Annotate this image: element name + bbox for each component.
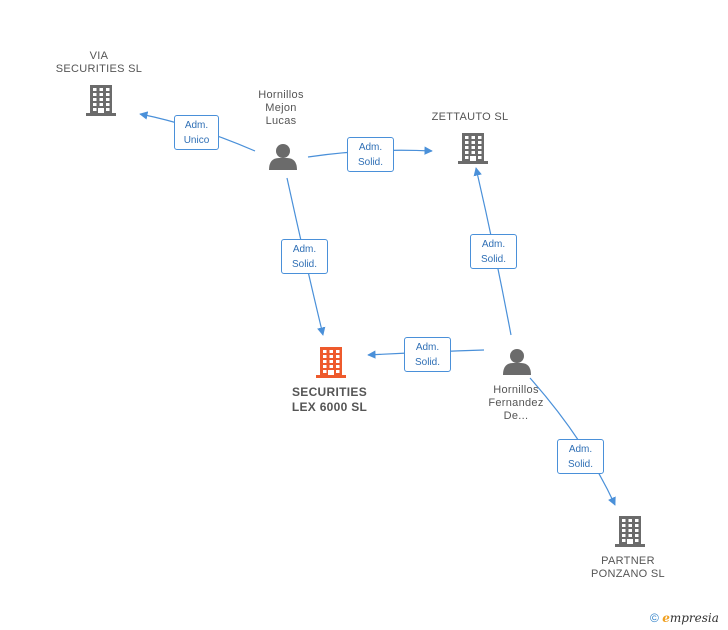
building-icon-via[interactable] <box>86 85 116 116</box>
copyright-icon: © <box>650 611 659 625</box>
node-label-zettauto[interactable]: ZETTAUTO SL <box>415 111 525 124</box>
edge-label-mejon-zettauto[interactable]: Adm. Solid. <box>347 137 394 172</box>
label-line: ZETTAUTO SL <box>431 111 509 123</box>
footer-brand[interactable]: © empresia <box>650 611 719 625</box>
edge-label-line: Adm. <box>358 142 383 153</box>
brand-logo: empresia <box>662 611 719 625</box>
label-line: Hornillos <box>258 89 304 101</box>
edge-label-line: Adm. <box>292 244 317 255</box>
edge-label-line: Adm. <box>481 239 506 250</box>
label-line: LEX 6000 SL <box>291 400 368 414</box>
edge-label-mejon-via[interactable]: Adm. Unico <box>174 115 219 150</box>
building-icon-securities[interactable] <box>316 347 346 378</box>
edge-label-line: Adm. <box>568 444 593 455</box>
edge-label-fernandez-zettauto[interactable]: Adm. Solid. <box>470 234 517 269</box>
edge-label-fernandez-securities[interactable]: Adm. Solid. <box>404 337 451 372</box>
person-icon-mejon[interactable] <box>269 144 297 170</box>
building-icon-zettauto[interactable] <box>458 133 488 164</box>
person-icon-fernandez[interactable] <box>503 349 531 375</box>
edge-label-line: Solid. <box>357 157 383 168</box>
label-line: SECURITIES <box>291 385 367 399</box>
edge-label-line: Adm. <box>184 120 209 131</box>
label-line: PONZANO SL <box>591 568 665 580</box>
edge-label-line: Solid. <box>480 254 506 265</box>
label-line: VIA <box>89 50 109 62</box>
building-icon-partner[interactable] <box>615 516 645 547</box>
edge-label-mejon-securities[interactable]: Adm. Solid. <box>281 239 328 274</box>
label-line: De... <box>503 410 529 422</box>
node-label-securities[interactable]: SECURITIES LEX 6000 SL <box>272 385 387 415</box>
label-line: Hornillos <box>493 384 539 396</box>
node-label-via[interactable]: VIA SECURITIES SL <box>44 50 154 76</box>
label-line: Fernandez <box>488 397 544 409</box>
node-label-fernandez[interactable]: Hornillos Fernandez De... <box>466 384 566 423</box>
edge-label-line: Solid. <box>291 259 317 270</box>
node-label-partner[interactable]: PARTNER PONZANO SL <box>573 555 683 581</box>
label-line: PARTNER <box>601 555 655 567</box>
label-line: Lucas <box>265 115 297 127</box>
edge-label-line: Unico <box>183 135 210 146</box>
edge-label-fernandez-partner[interactable]: Adm. Solid. <box>557 439 604 474</box>
edge-label-line: Solid. <box>567 459 593 470</box>
edge-label-line: Adm. <box>415 342 440 353</box>
label-line: SECURITIES SL <box>55 63 143 75</box>
edge-label-line: Solid. <box>414 357 440 368</box>
label-line: Mejon <box>265 102 297 114</box>
node-label-mejon[interactable]: Hornillos Mejon Lucas <box>236 89 326 128</box>
